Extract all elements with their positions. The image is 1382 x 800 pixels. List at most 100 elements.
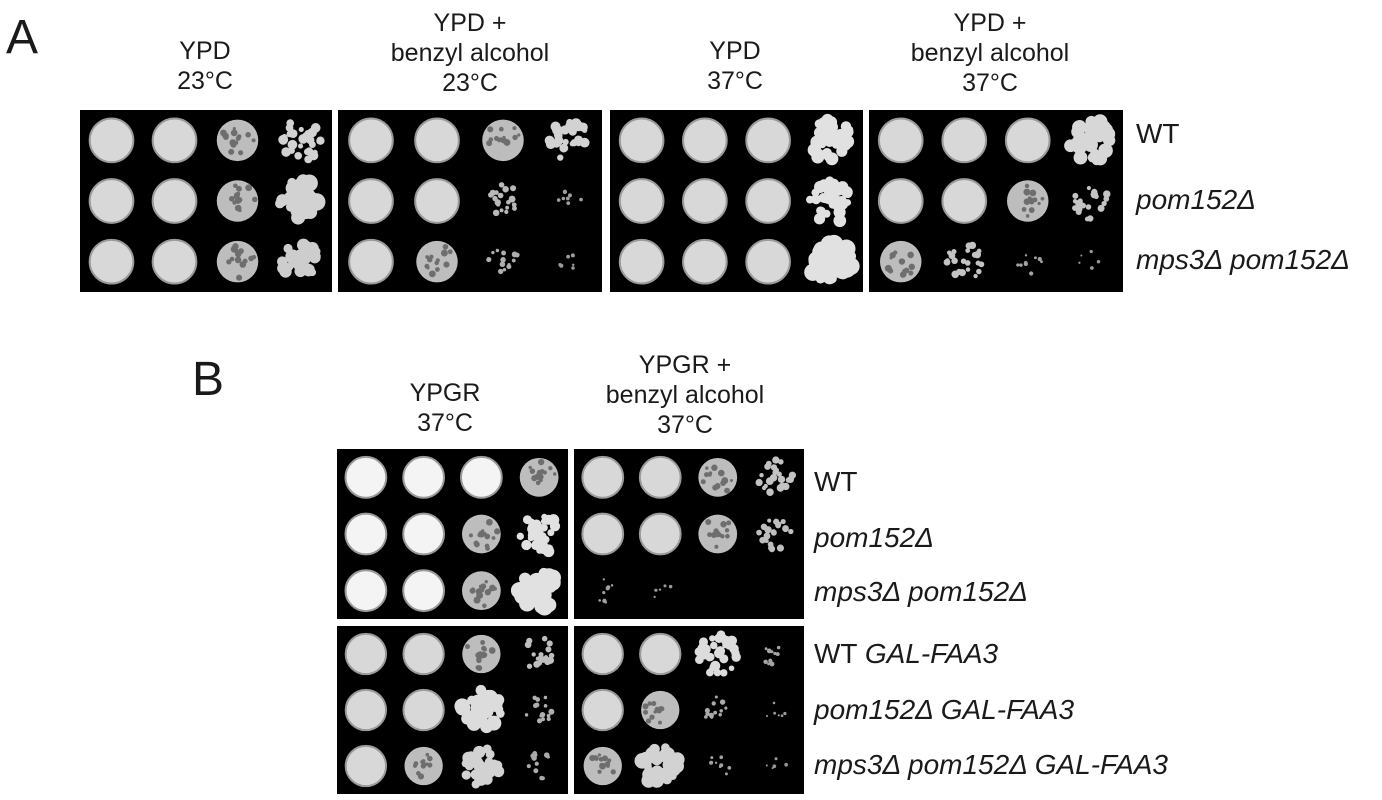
- yeast-colony: [818, 207, 826, 214]
- yeast-colony: [541, 635, 548, 642]
- yeast-spot: [402, 512, 446, 556]
- yeast-colony: [836, 209, 845, 218]
- yeast-colony: [548, 708, 555, 715]
- yeast-colony: [770, 464, 778, 471]
- yeast-texture-dot: [498, 126, 504, 132]
- yeast-colony: [764, 526, 772, 534]
- yeast-colony: [946, 250, 952, 256]
- panel-a-plate-ypd-benzyl-23: [338, 110, 602, 292]
- yeast-texture-dot: [1029, 189, 1037, 197]
- yeast-texture-dot: [597, 769, 602, 774]
- yeast-colony: [830, 195, 842, 207]
- yeast-colony: [724, 772, 728, 776]
- yeast-colony: [546, 716, 551, 722]
- yeast-texture-dot: [889, 256, 893, 260]
- yeast-spot: [682, 178, 728, 224]
- yeast-texture-dot: [884, 264, 892, 272]
- yeast-texture-dot: [651, 701, 657, 707]
- yeast-colony: [714, 633, 724, 643]
- yeast-texture-dot: [721, 477, 729, 484]
- yeast-texture-dot: [529, 468, 536, 474]
- yeast-colony: [766, 648, 772, 654]
- yeast-colony: [714, 648, 725, 659]
- yeast-texture-dot: [907, 251, 914, 259]
- yeast-colony: [965, 267, 971, 272]
- yeast-texture-dot: [494, 528, 501, 535]
- yeast-colony: [756, 529, 762, 536]
- yeast-colony: [1090, 266, 1094, 270]
- yeast-texture-dot: [700, 479, 706, 485]
- yeast-texture-dot: [236, 274, 243, 281]
- yeast-spot: [344, 455, 388, 499]
- yeast-spot: [745, 238, 791, 285]
- yeast-texture-dot: [229, 196, 235, 202]
- yeast-colony: [610, 584, 614, 587]
- yeast-texture-dot: [427, 762, 433, 768]
- yeast-colony: [541, 717, 545, 722]
- yeast-colony: [276, 256, 288, 267]
- yeast-texture-dot: [548, 465, 553, 471]
- yeast-texture-dot: [501, 138, 508, 144]
- row-label-part: mps3Δ pom152Δ: [814, 576, 1028, 607]
- yeast-colony: [288, 190, 299, 201]
- panel-b-row-label-6: mps3Δ pom152Δ GAL-FAA3: [814, 749, 1168, 781]
- yeast-texture-dot: [726, 520, 732, 526]
- yeast-colony: [504, 209, 509, 214]
- yeast-colony: [486, 768, 495, 778]
- yeast-colony: [731, 652, 741, 662]
- yeast-colony: [759, 472, 764, 478]
- yeast-texture-dot: [1037, 201, 1041, 206]
- yeast-colony: [710, 756, 714, 760]
- yeast-colony: [562, 189, 568, 194]
- yeast-colony: [602, 578, 605, 581]
- yeast-spot: [877, 178, 924, 224]
- yeast-colony: [968, 241, 977, 250]
- yeast-colony: [780, 714, 784, 718]
- yeast-texture-dot: [484, 533, 491, 540]
- yeast-texture-dot: [478, 586, 485, 593]
- yeast-colony: [713, 668, 722, 677]
- yeast-colony: [973, 273, 978, 279]
- yeast-colony: [492, 195, 498, 202]
- yeast-colony: [648, 747, 660, 760]
- yeast-colony: [294, 151, 303, 160]
- yeast-colony: [280, 138, 287, 145]
- yeast-colony: [573, 121, 584, 132]
- yeast-colony: [308, 196, 319, 207]
- yeast-colony: [658, 588, 662, 591]
- yeast-colony: [659, 747, 675, 764]
- yeast-colony: [534, 586, 552, 604]
- yeast-texture-dot: [252, 196, 258, 203]
- yeast-texture-dot: [1024, 183, 1030, 189]
- panel-b-row-label-1: WT: [814, 466, 858, 498]
- yeast-colony: [543, 695, 548, 700]
- panel-b-plate-ypgr-benzyl-37-top: [574, 449, 804, 619]
- yeast-colony: [461, 770, 471, 780]
- yeast-colony: [505, 205, 510, 210]
- row-label-part: WT: [814, 638, 865, 669]
- yeast-texture-dot: [653, 710, 657, 714]
- yeast-texture-dot: [413, 761, 419, 766]
- panel-b-col-1-label: YPGR 37°C: [409, 379, 481, 437]
- yeast-colony: [844, 199, 852, 206]
- yeast-colony: [651, 765, 664, 778]
- yeast-spot: [638, 512, 682, 556]
- yeast-colony: [545, 646, 552, 653]
- yeast-texture-dot: [426, 266, 430, 270]
- yeast-colony: [714, 761, 718, 764]
- yeast-colony: [1090, 190, 1099, 199]
- yeast-texture-dot: [245, 184, 253, 192]
- yeast-colony: [1080, 202, 1086, 209]
- row-label-part: mps3Δ pom152Δ: [1136, 244, 1350, 275]
- panel-b-plate-ypgr-37-top: [337, 449, 568, 619]
- yeast-colony: [634, 753, 651, 769]
- yeast-texture-dot: [658, 720, 662, 725]
- yeast-texture-dot: [908, 263, 915, 271]
- yeast-spot: [151, 178, 198, 224]
- yeast-colony: [455, 700, 471, 716]
- yeast-texture-dot: [512, 134, 518, 141]
- row-label-part: pom152Δ: [814, 522, 934, 553]
- yeast-colony: [719, 763, 724, 768]
- yeast-colony: [298, 126, 304, 132]
- yeast-colony: [602, 591, 606, 595]
